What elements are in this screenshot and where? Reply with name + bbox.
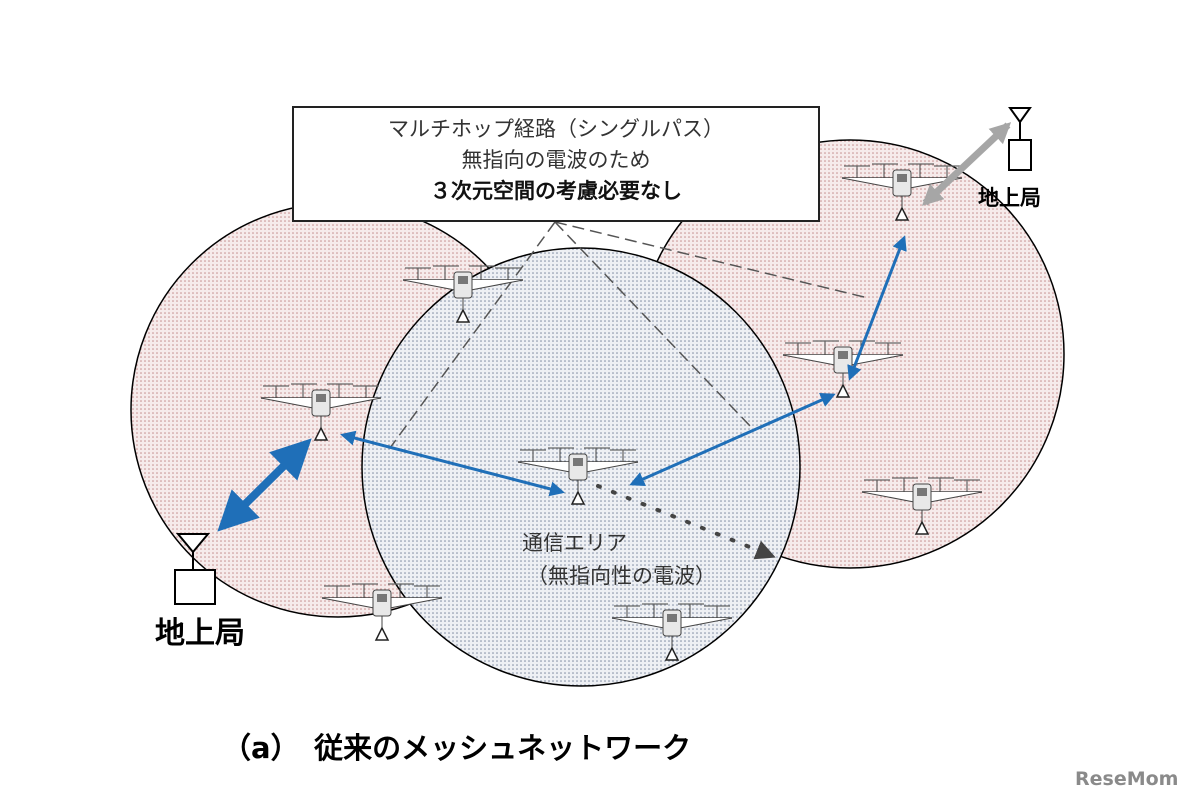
caption: （a） 従来のメッシュネットワーク <box>222 731 692 765</box>
ground-station-right-label: 地上局 <box>978 186 1041 210</box>
ground-link-arrow <box>921 122 1012 206</box>
area-pointer-dotted <box>596 484 776 560</box>
ground-station-right-icon <box>1008 107 1032 171</box>
callout-line3: ３次元空間の考慮必要なし <box>430 179 682 203</box>
area-sublabel: （無指向性の電波） <box>527 564 716 588</box>
callout-line1: マルチホップ経路（シングルパス） <box>388 117 724 141</box>
ground-station-left-icon <box>174 533 216 605</box>
callout-line2: 無指向の電波のため <box>461 148 651 172</box>
area-label: 通信エリア <box>522 531 627 555</box>
ground-station-left-label: 地上局 <box>155 616 245 651</box>
link-arrows <box>217 235 907 532</box>
logo: ReseMom <box>1075 768 1179 790</box>
callout-box: マルチホップ経路（シングルパス） 無指向の電波のため ３次元空間の考慮必要なし <box>292 106 820 222</box>
